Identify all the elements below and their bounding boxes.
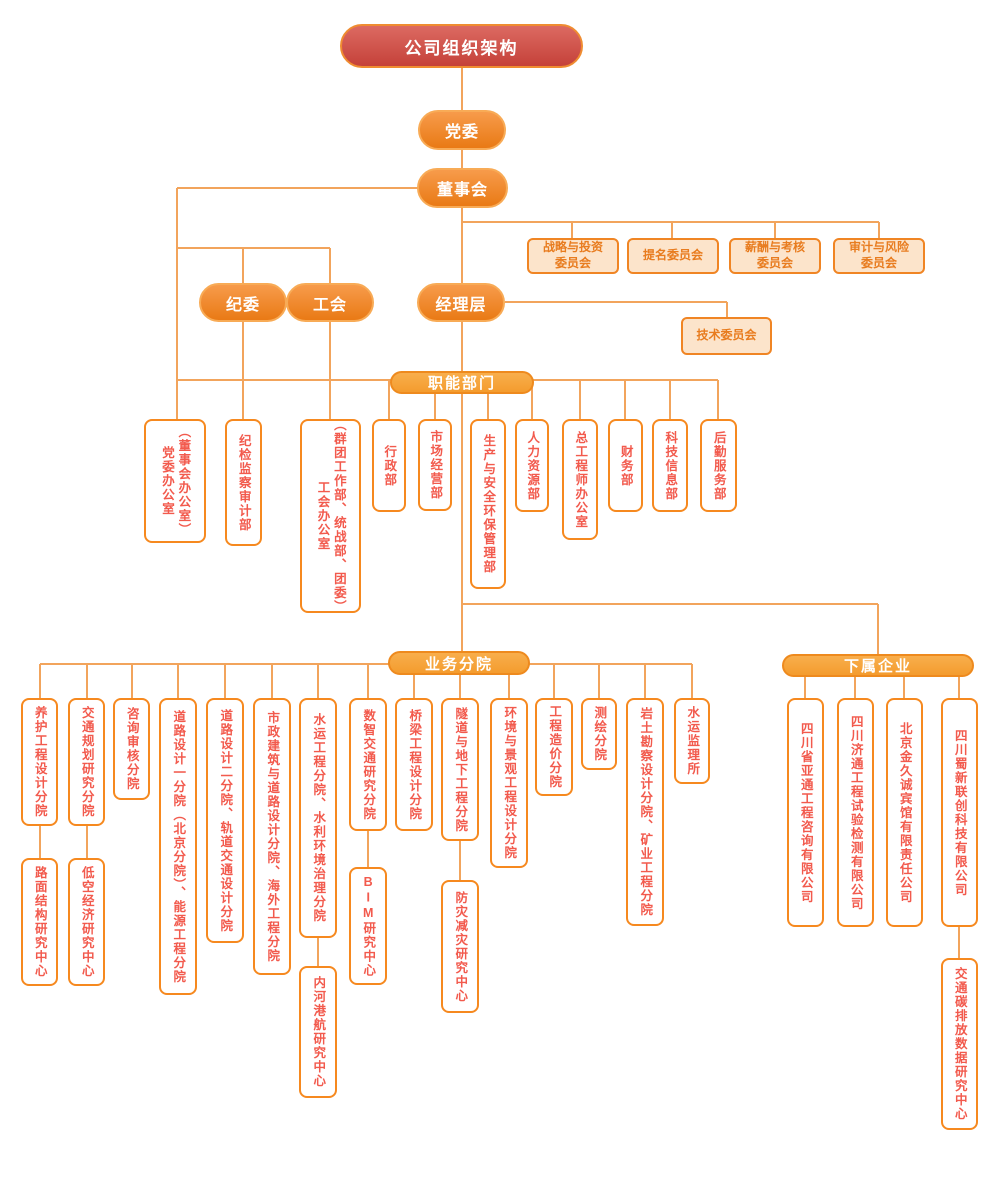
dept-finance: 财务部 xyxy=(608,419,643,512)
party-committee-label: 党委 xyxy=(444,124,479,141)
committee-technology: 技术委员会 xyxy=(681,317,772,355)
branch-geotechnical-mining: 岩土勘察设计分院、矿业工程分院 xyxy=(626,698,664,926)
party-office-annex: （董事会办公室） xyxy=(176,425,191,537)
board-label: 董事会 xyxy=(436,182,488,199)
branch-transport-planning: 交通规划研究分院 xyxy=(68,698,105,826)
branch-waterway-supervision: 水运监理所 xyxy=(674,698,710,784)
dept-discipline-audit: 纪检监察审计部 xyxy=(225,419,262,546)
labor-union-label: 工会 xyxy=(312,296,347,314)
section-subsidiaries: 下属企业 xyxy=(782,654,974,677)
dept-union-office: 工会办公室 （群团工作部、统战部、团委） xyxy=(300,418,361,614)
center-bim: BIM研究中心 xyxy=(349,867,387,985)
committee-nomination: 提名委员会 xyxy=(627,238,719,274)
branch-engineering-cost: 工程造价分院 xyxy=(535,698,573,796)
labor-union-node: 工会 xyxy=(286,283,374,322)
branch-digital-transport: 数智交通研究分院 xyxy=(349,698,387,831)
committee-audit-risk: 审计与风险委员会 xyxy=(833,238,925,274)
subsidiary-shuxin: 四川蜀新联创科技有限公司 xyxy=(941,698,978,927)
management-label: 经理层 xyxy=(435,296,487,314)
branch-road-design-2: 道路设计二分院、轨道交通设计分院 xyxy=(206,698,244,943)
discipline-committee-label: 纪委 xyxy=(225,296,260,314)
subsidiary-jitong: 四川济通工程试验检测有限公司 xyxy=(837,698,874,927)
board-node: 董事会 xyxy=(417,168,508,208)
management-node: 经理层 xyxy=(417,283,505,322)
dept-science-tech-info: 科技信息部 xyxy=(652,419,688,512)
center-low-altitude-economy: 低空经济研究中心 xyxy=(68,858,105,986)
center-carbon-emission-data: 交通碳排放数据研究中心 xyxy=(941,958,978,1130)
root-label: 公司组织架构 xyxy=(404,38,519,58)
branch-environment-landscape: 环境与景观工程设计分院 xyxy=(490,698,528,868)
dept-logistics: 后勤服务部 xyxy=(700,419,737,512)
union-office-annex: （群团工作部、统战部、团委） xyxy=(331,418,346,614)
dept-marketing: 市场经营部 xyxy=(418,419,452,511)
branch-maintenance: 养护工程设计分院 xyxy=(21,698,58,826)
branch-consulting-review: 咨询审核分院 xyxy=(113,698,150,800)
subsidiary-jinjiucheng: 北京金久诚宾馆有限责任公司 xyxy=(886,698,923,927)
section-functional-departments: 职能部门 xyxy=(390,371,534,394)
branch-municipal-overseas: 市政建筑与道路设计分院、海外工程分院 xyxy=(253,698,291,975)
branch-waterway-environment: 水运工程分院、水利环境治理分院 xyxy=(299,698,337,938)
branch-road-design-1: 道路设计一分院（北京分院）、能源工程分院 xyxy=(159,698,197,995)
center-disaster-prevention: 防灾减灾研究中心 xyxy=(441,880,479,1013)
section-business-branches: 业务分院 xyxy=(388,651,530,675)
branch-bridge-design: 桥梁工程设计分院 xyxy=(395,698,433,831)
dept-administration: 行政部 xyxy=(372,419,406,512)
root-node: 公司组织架构 xyxy=(340,24,583,68)
dept-production-safety: 生产与安全环保管理部 xyxy=(470,419,506,589)
union-office-main: 工会办公室 xyxy=(315,481,330,551)
discipline-committee-node: 纪委 xyxy=(199,283,287,322)
dept-chief-engineer-office: 总工程师办公室 xyxy=(562,419,598,540)
center-pavement-structure: 路面结构研究中心 xyxy=(21,858,58,986)
center-inland-port: 内河港航研究中心 xyxy=(299,966,337,1098)
dept-human-resources: 人力资源部 xyxy=(515,419,549,512)
branch-tunnel-underground: 隧道与地下工程分院 xyxy=(441,698,479,841)
party-committee-node: 党委 xyxy=(418,110,506,150)
branch-surveying: 测绘分院 xyxy=(581,698,617,770)
party-office-main: 党委办公室 xyxy=(160,446,174,516)
subsidiary-yatong: 四川省亚通工程咨询有限公司 xyxy=(787,698,824,927)
dept-party-office: 党委办公室 （董事会办公室） xyxy=(144,419,206,543)
committee-strategy-investment: 战略与投资委员会 xyxy=(527,238,619,274)
committee-compensation: 薪酬与考核委员会 xyxy=(729,238,821,274)
